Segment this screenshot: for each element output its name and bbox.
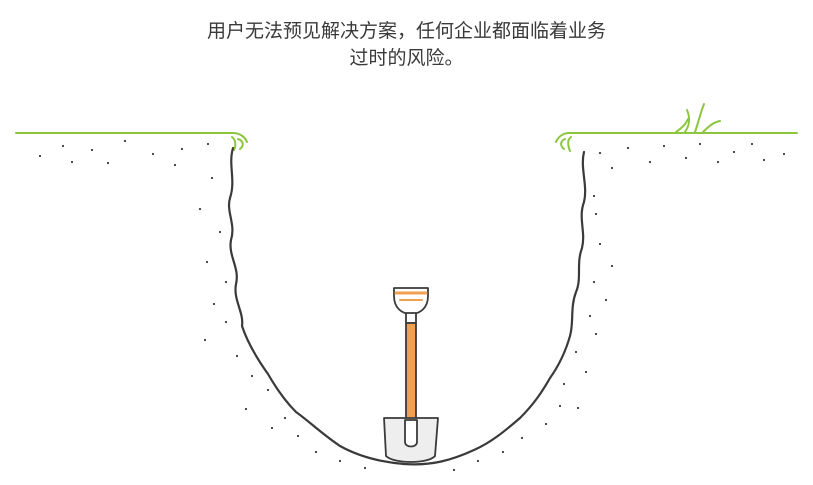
hole-outline	[227, 146, 587, 466]
shovel-collar	[405, 312, 417, 324]
dirt-specks	[38, 139, 786, 472]
caption-line-1: 用户无法预见解决方案，任何企业都面临着业务	[206, 20, 606, 42]
caption-line-2: 过时的风险。	[349, 47, 464, 69]
shovel-blade-slot	[404, 419, 418, 448]
shovel-handle	[405, 322, 417, 424]
ground-right	[555, 132, 798, 152]
shovel-icon	[383, 287, 439, 463]
ground-left	[15, 132, 248, 151]
grass-tuft-icon	[675, 103, 721, 133]
caption: 用户无法预见解决方案，任何企业都面临着业务 过时的风险。	[0, 18, 813, 72]
